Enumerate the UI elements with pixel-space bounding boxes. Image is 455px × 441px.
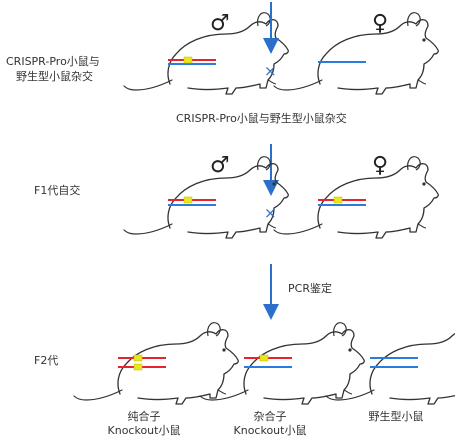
mouse-f2-homozygous — [73, 322, 239, 405]
pcr-label: PCR鉴定 — [288, 282, 332, 295]
edit-marker-icon — [333, 196, 343, 204]
outcome-homozygous: 纯合子 Knockout小鼠 — [104, 410, 184, 438]
mouse-f1-male — [123, 156, 289, 239]
outcome-heterozygous-line2: Knockout小鼠 — [233, 424, 307, 437]
edit-marker-icon — [183, 196, 193, 204]
male-symbol-icon: ♂ — [210, 153, 230, 178]
outcome-wildtype-line1: 野生型小鼠 — [368, 410, 424, 423]
female-symbol-icon: ♀ — [372, 153, 388, 178]
female-symbol-icon: ♀ — [372, 11, 388, 36]
edit-marker-icon — [259, 354, 269, 362]
mouse-parent-female — [273, 12, 439, 95]
cross1-label-line1: CRISPR-Pro小鼠与 — [6, 55, 100, 68]
outcome-homozygous-line2: Knockout小鼠 — [107, 424, 181, 437]
outcome-wildtype: 野生型小鼠 — [356, 410, 436, 424]
cross-symbol-icon: × — [264, 62, 277, 80]
male-symbol-icon: ♂ — [210, 11, 230, 36]
f2-label: F2代 — [34, 354, 59, 367]
cross-symbol-icon: × — [264, 204, 277, 222]
cross1-label: CRISPR-Pro小鼠与 野生型小鼠杂交 — [6, 54, 100, 84]
cross1-label-line2: 野生型小鼠杂交 — [16, 70, 93, 83]
edit-marker-icon — [133, 354, 143, 362]
outcome-heterozygous: 杂合子 Knockout小鼠 — [230, 410, 310, 438]
cross1-result-label: CRISPR-Pro小鼠与野生型小鼠杂交 — [176, 112, 347, 125]
edit-marker-icon — [183, 56, 193, 64]
mouse-f2-wildtype — [325, 322, 455, 405]
mouse-parent-male — [123, 12, 289, 95]
f1-label: F1代自交 — [34, 184, 81, 197]
outcome-homozygous-line1: 纯合子 — [127, 410, 161, 423]
edit-marker-icon — [133, 363, 143, 371]
outcome-heterozygous-line1: 杂合子 — [253, 410, 287, 423]
mouse-f1-female — [273, 156, 439, 239]
mouse-f2-heterozygous — [199, 322, 365, 405]
